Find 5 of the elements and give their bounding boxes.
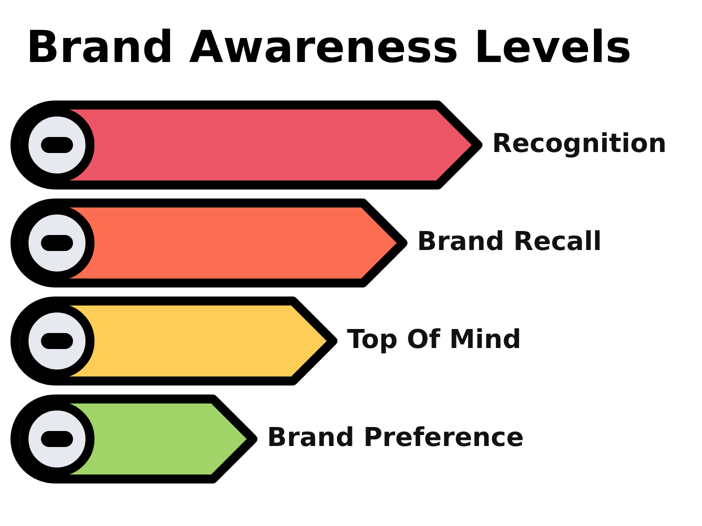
title: Brand Awareness Levels	[26, 22, 632, 74]
level-label: Brand Preference	[267, 422, 524, 455]
level-label: Recognition	[492, 128, 667, 161]
level-label: Top Of Mind	[347, 324, 522, 357]
level-label: Brand Recall	[417, 226, 602, 259]
